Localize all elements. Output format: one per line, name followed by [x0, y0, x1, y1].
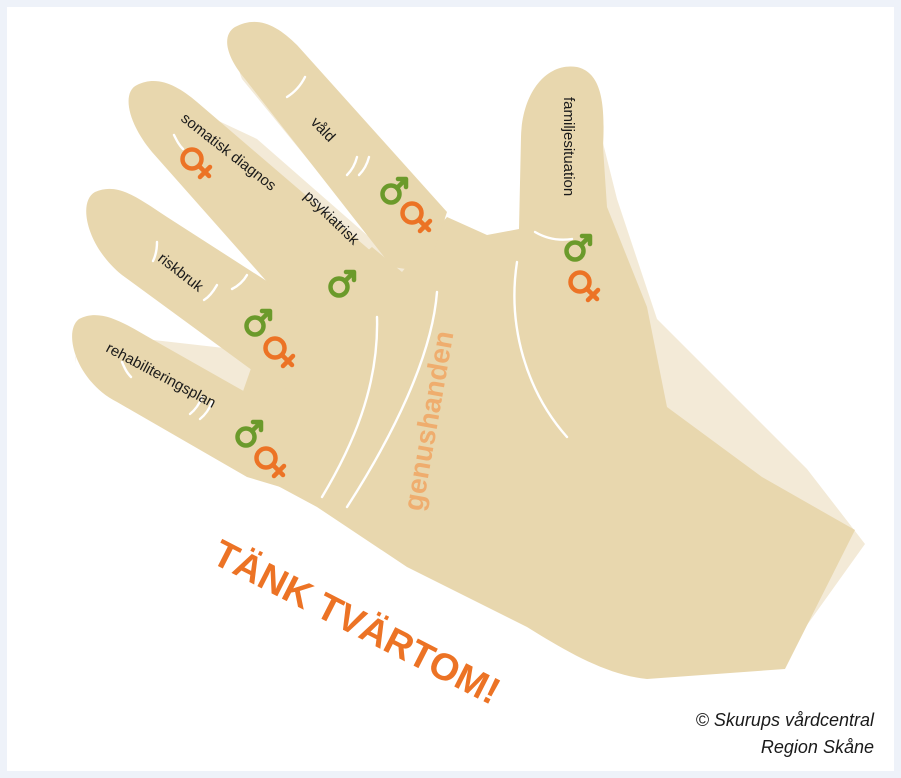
credit-line-1: © Skurups vårdcentral — [696, 710, 874, 731]
credit-line-2: Region Skåne — [761, 737, 874, 758]
label-familjesituation: familjesituation — [560, 97, 577, 196]
genushanden-illustration: rehabiliteringsplan riskbruk somatisk di… — [7, 7, 894, 771]
image-frame: rehabiliteringsplan riskbruk somatisk di… — [7, 7, 894, 771]
